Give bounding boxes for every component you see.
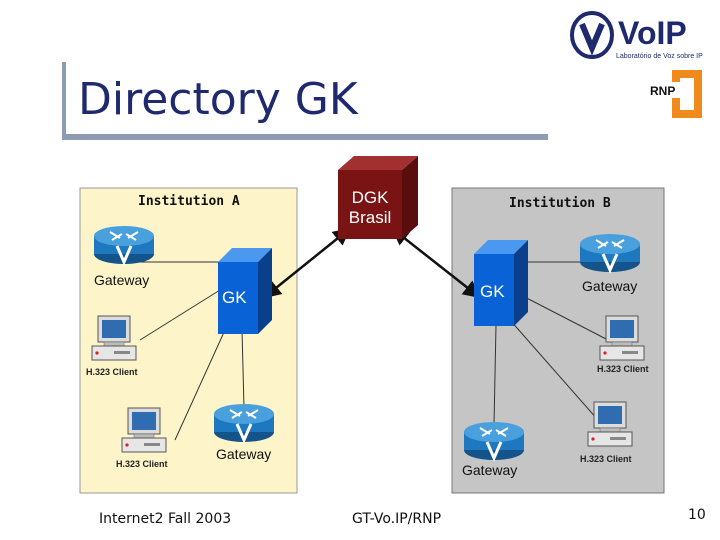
voip-logo-v (579, 22, 605, 56)
link-gk-a-gateway (241, 329, 245, 409)
dgk-brasil-label: DGK Brasil (348, 188, 392, 227)
link-gk-b-client1 (514, 291, 609, 341)
gk-b-server (474, 240, 528, 326)
footer-center: GT-Vo.IP/RNP (352, 511, 442, 527)
dgk-brasil-server (338, 156, 418, 239)
voip-logo-subtitle: Laboratório de Voz sobre IP (616, 53, 703, 60)
dgk-link-b (391, 227, 481, 299)
rnp-logo-notch (680, 78, 694, 110)
client-a2-label: H.323 Client (116, 459, 168, 469)
client-b1-label: H.323 Client (597, 364, 649, 374)
link-client-a2-gk (174, 329, 226, 441)
gateway-a-top-router-icon (92, 224, 156, 266)
slide-title: Directory GK (78, 74, 358, 125)
gateway-b-bottom-label: Gateway (462, 462, 518, 478)
client-a2-pc-icon (121, 407, 167, 453)
rnp-logo-label-bg (648, 82, 680, 98)
link-gk-b-gateway-bottom (493, 324, 497, 426)
rnp-logo-text: RNP (650, 84, 675, 98)
gk-a-label: GK (222, 288, 247, 307)
gateway-b-bottom-router-icon (462, 420, 526, 462)
client-b2-pc-icon (587, 401, 633, 447)
footer-left: Internet2 Fall 2003 (99, 511, 232, 527)
rnp-logo: RNP (648, 70, 702, 118)
client-a1-pc-icon (91, 315, 137, 361)
gateway-a-bottom-label: Gateway (216, 446, 272, 462)
title-underline (62, 134, 548, 140)
client-b1-pc-icon (599, 315, 645, 361)
dgk-link-a (263, 227, 351, 299)
institution-b-label: Institution B (509, 196, 611, 211)
voip-logo: VoIP Laboratório de Voz sobre IP (570, 11, 703, 60)
link-gk-b-client2 (509, 319, 606, 429)
gateway-b-top-label: Gateway (582, 278, 638, 294)
client-b2-label: H.323 Client (580, 454, 632, 464)
voip-logo-text: VoIP (618, 15, 687, 51)
gk-a-server (218, 248, 272, 334)
gateway-a-top-label: Gateway (94, 272, 150, 288)
gateway-b-top-router-icon (578, 232, 642, 274)
gk-b-label: GK (480, 282, 505, 301)
link-client-a1-gk (139, 289, 221, 341)
voip-logo-ring (570, 11, 614, 59)
title-accent-bar (62, 62, 66, 140)
client-a1-label: H.323 Client (86, 367, 138, 377)
institution-a-label: Institution A (138, 194, 240, 209)
gateway-a-bottom-router-icon (212, 402, 276, 444)
page-number: 10 (688, 507, 706, 523)
